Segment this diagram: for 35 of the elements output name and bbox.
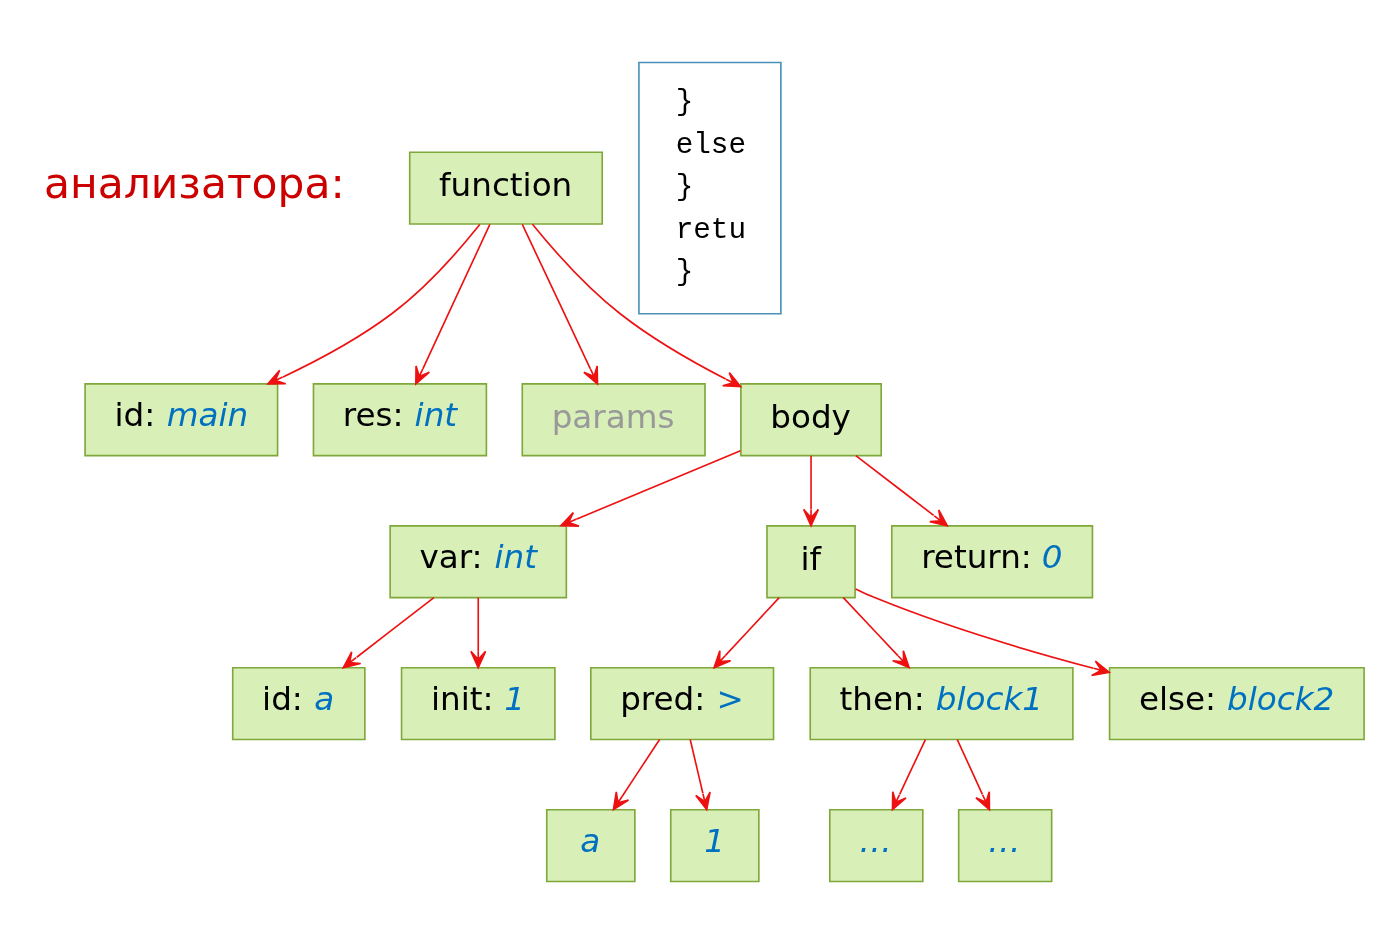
node-box: function	[408, 150, 604, 225]
arrow	[891, 738, 927, 810]
arrow	[342, 596, 435, 668]
arrow	[855, 454, 949, 527]
node-box: then: block1	[809, 666, 1074, 740]
arrow	[956, 738, 991, 810]
node-box: res: int	[312, 382, 488, 456]
node-box: init: 1	[400, 666, 556, 740]
arrow	[415, 223, 491, 385]
arrow	[612, 738, 661, 810]
node-box: } else } retu }	[638, 61, 782, 315]
node-box: pred: >	[590, 666, 775, 740]
node-box: …	[829, 808, 924, 882]
arrow	[854, 587, 1111, 676]
node-box: var: int	[389, 524, 568, 598]
arrow	[713, 596, 780, 668]
node-box: return: 0	[890, 524, 1094, 598]
node-box: id: a	[231, 666, 366, 740]
node-box: a	[545, 808, 636, 882]
arrow	[802, 454, 820, 527]
node-box: if	[766, 524, 856, 598]
arrow	[531, 222, 742, 387]
arrow	[521, 223, 599, 385]
node-box: params	[521, 382, 706, 456]
node-box: body	[740, 382, 882, 456]
node-box: else: block2	[1108, 666, 1365, 740]
node-box: id: main	[84, 382, 279, 456]
node-box: 1	[669, 808, 760, 882]
arrow	[267, 223, 481, 385]
label: анализатора:	[44, 158, 345, 208]
node-box: …	[957, 808, 1053, 882]
arrow	[560, 449, 742, 527]
arrow	[842, 596, 910, 668]
arrow	[470, 596, 487, 668]
arrow	[689, 738, 711, 810]
